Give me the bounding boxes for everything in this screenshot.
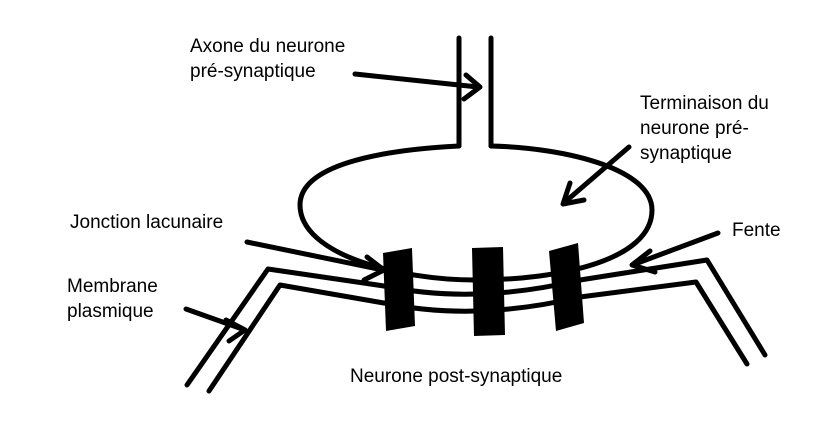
membrane-arrow [183,306,248,344]
gap-junction-block-2 [472,247,505,336]
membrane-right-outer [577,257,768,358]
membrane-left-outer [184,266,387,388]
axone-arrow [352,71,483,102]
gap-junction-block-1 [383,248,415,331]
fente-label: Fente [732,220,781,241]
jonction-arrow [244,239,387,283]
gap-junction-block-3 [549,243,584,331]
post-synaptic-label: Neurone post-synaptique [350,366,563,387]
membrane-left-inner [206,282,387,394]
axone-label: Axone du neurone pré-synaptique [190,36,346,82]
terminaison-label: Terminaison du neurone pré- synaptique [640,93,769,164]
jonction-label: Jonction lacunaire [70,212,224,233]
fente-arrow [629,230,721,275]
terminaison-arrow [560,144,632,207]
membrane-right-inner [577,279,750,367]
membrane-label: Membrane plasmique [67,276,158,322]
